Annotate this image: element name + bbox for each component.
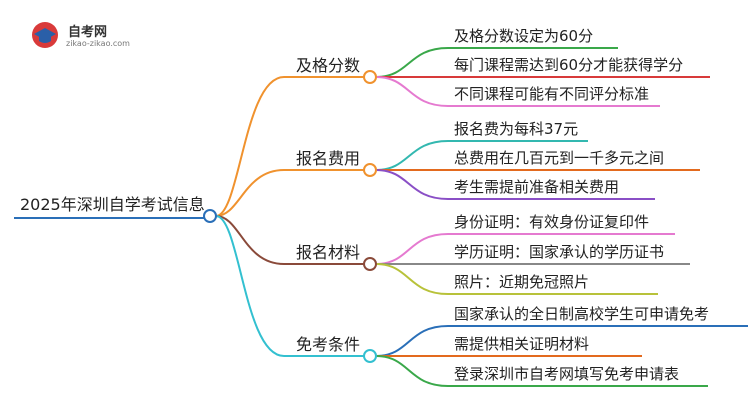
leaf-text-1-3: 不同课程可能有不同评分标准 (454, 85, 650, 103)
leaf-connector-1-1 (375, 47, 449, 78)
leaf-text-2-3: 考生需提前准备相关费用 (454, 178, 620, 196)
leaf-text-2-1: 报名费为每科37元 (454, 120, 579, 138)
branch-connector-1 (215, 76, 285, 217)
branch-node-4 (363, 349, 377, 363)
branch-node-2 (363, 163, 377, 177)
leaf-connector-4-1 (375, 325, 449, 357)
branch-node-3 (363, 257, 377, 271)
root-topic: 2025年深圳自学考试信息 (20, 195, 205, 214)
leaf-connector-1-3 (375, 76, 449, 107)
leaf-text-2-2: 总费用在几百元到一千多元之间 (454, 149, 665, 167)
leaf-text-3-2: 学历证明：国家承认的学历证书 (454, 243, 665, 261)
leaf-text-1-1: 及格分数设定为60分 (454, 27, 594, 45)
branch-label-4: 免考条件 (296, 335, 361, 354)
branch-connector-4 (215, 215, 285, 357)
branch-connector-2 (215, 169, 285, 217)
logo-name: 自考网 (68, 25, 108, 40)
leaf-connector-4-3 (375, 355, 449, 387)
leaf-text-3-3: 照片：近期免冠照片 (454, 273, 590, 291)
logo-url: zikao-zikao.com (66, 39, 130, 48)
branch-label-1: 及格分数 (296, 56, 361, 75)
branch-node-1 (363, 70, 377, 84)
site-logo: 自考网 zikao-zikao.com (30, 18, 150, 54)
branch-label-3: 报名材料 (296, 243, 361, 262)
leaf-connector-2-1 (375, 140, 449, 171)
leaf-connector-3-1 (375, 233, 449, 265)
leaf-text-4-2: 需提供相关证明材料 (454, 335, 590, 353)
leaf-text-4-1: 国家承认的全日制高校学生可申请免考 (454, 305, 710, 323)
root-node (203, 209, 217, 223)
graduation-cap-logo-icon (32, 22, 58, 48)
leaf-text-4-3: 登录深圳市自考网填写免考申请表 (454, 365, 680, 383)
leaf-connector-3-3 (375, 263, 449, 295)
branch-connector-3 (215, 215, 285, 265)
branch-label-2: 报名费用 (296, 149, 361, 168)
leaf-text-3-1: 身份证明：有效身份证复印件 (454, 213, 650, 231)
leaf-text-1-2: 每门课程需达到60分才能获得学分 (454, 56, 684, 74)
leaf-connector-2-3 (375, 169, 449, 200)
